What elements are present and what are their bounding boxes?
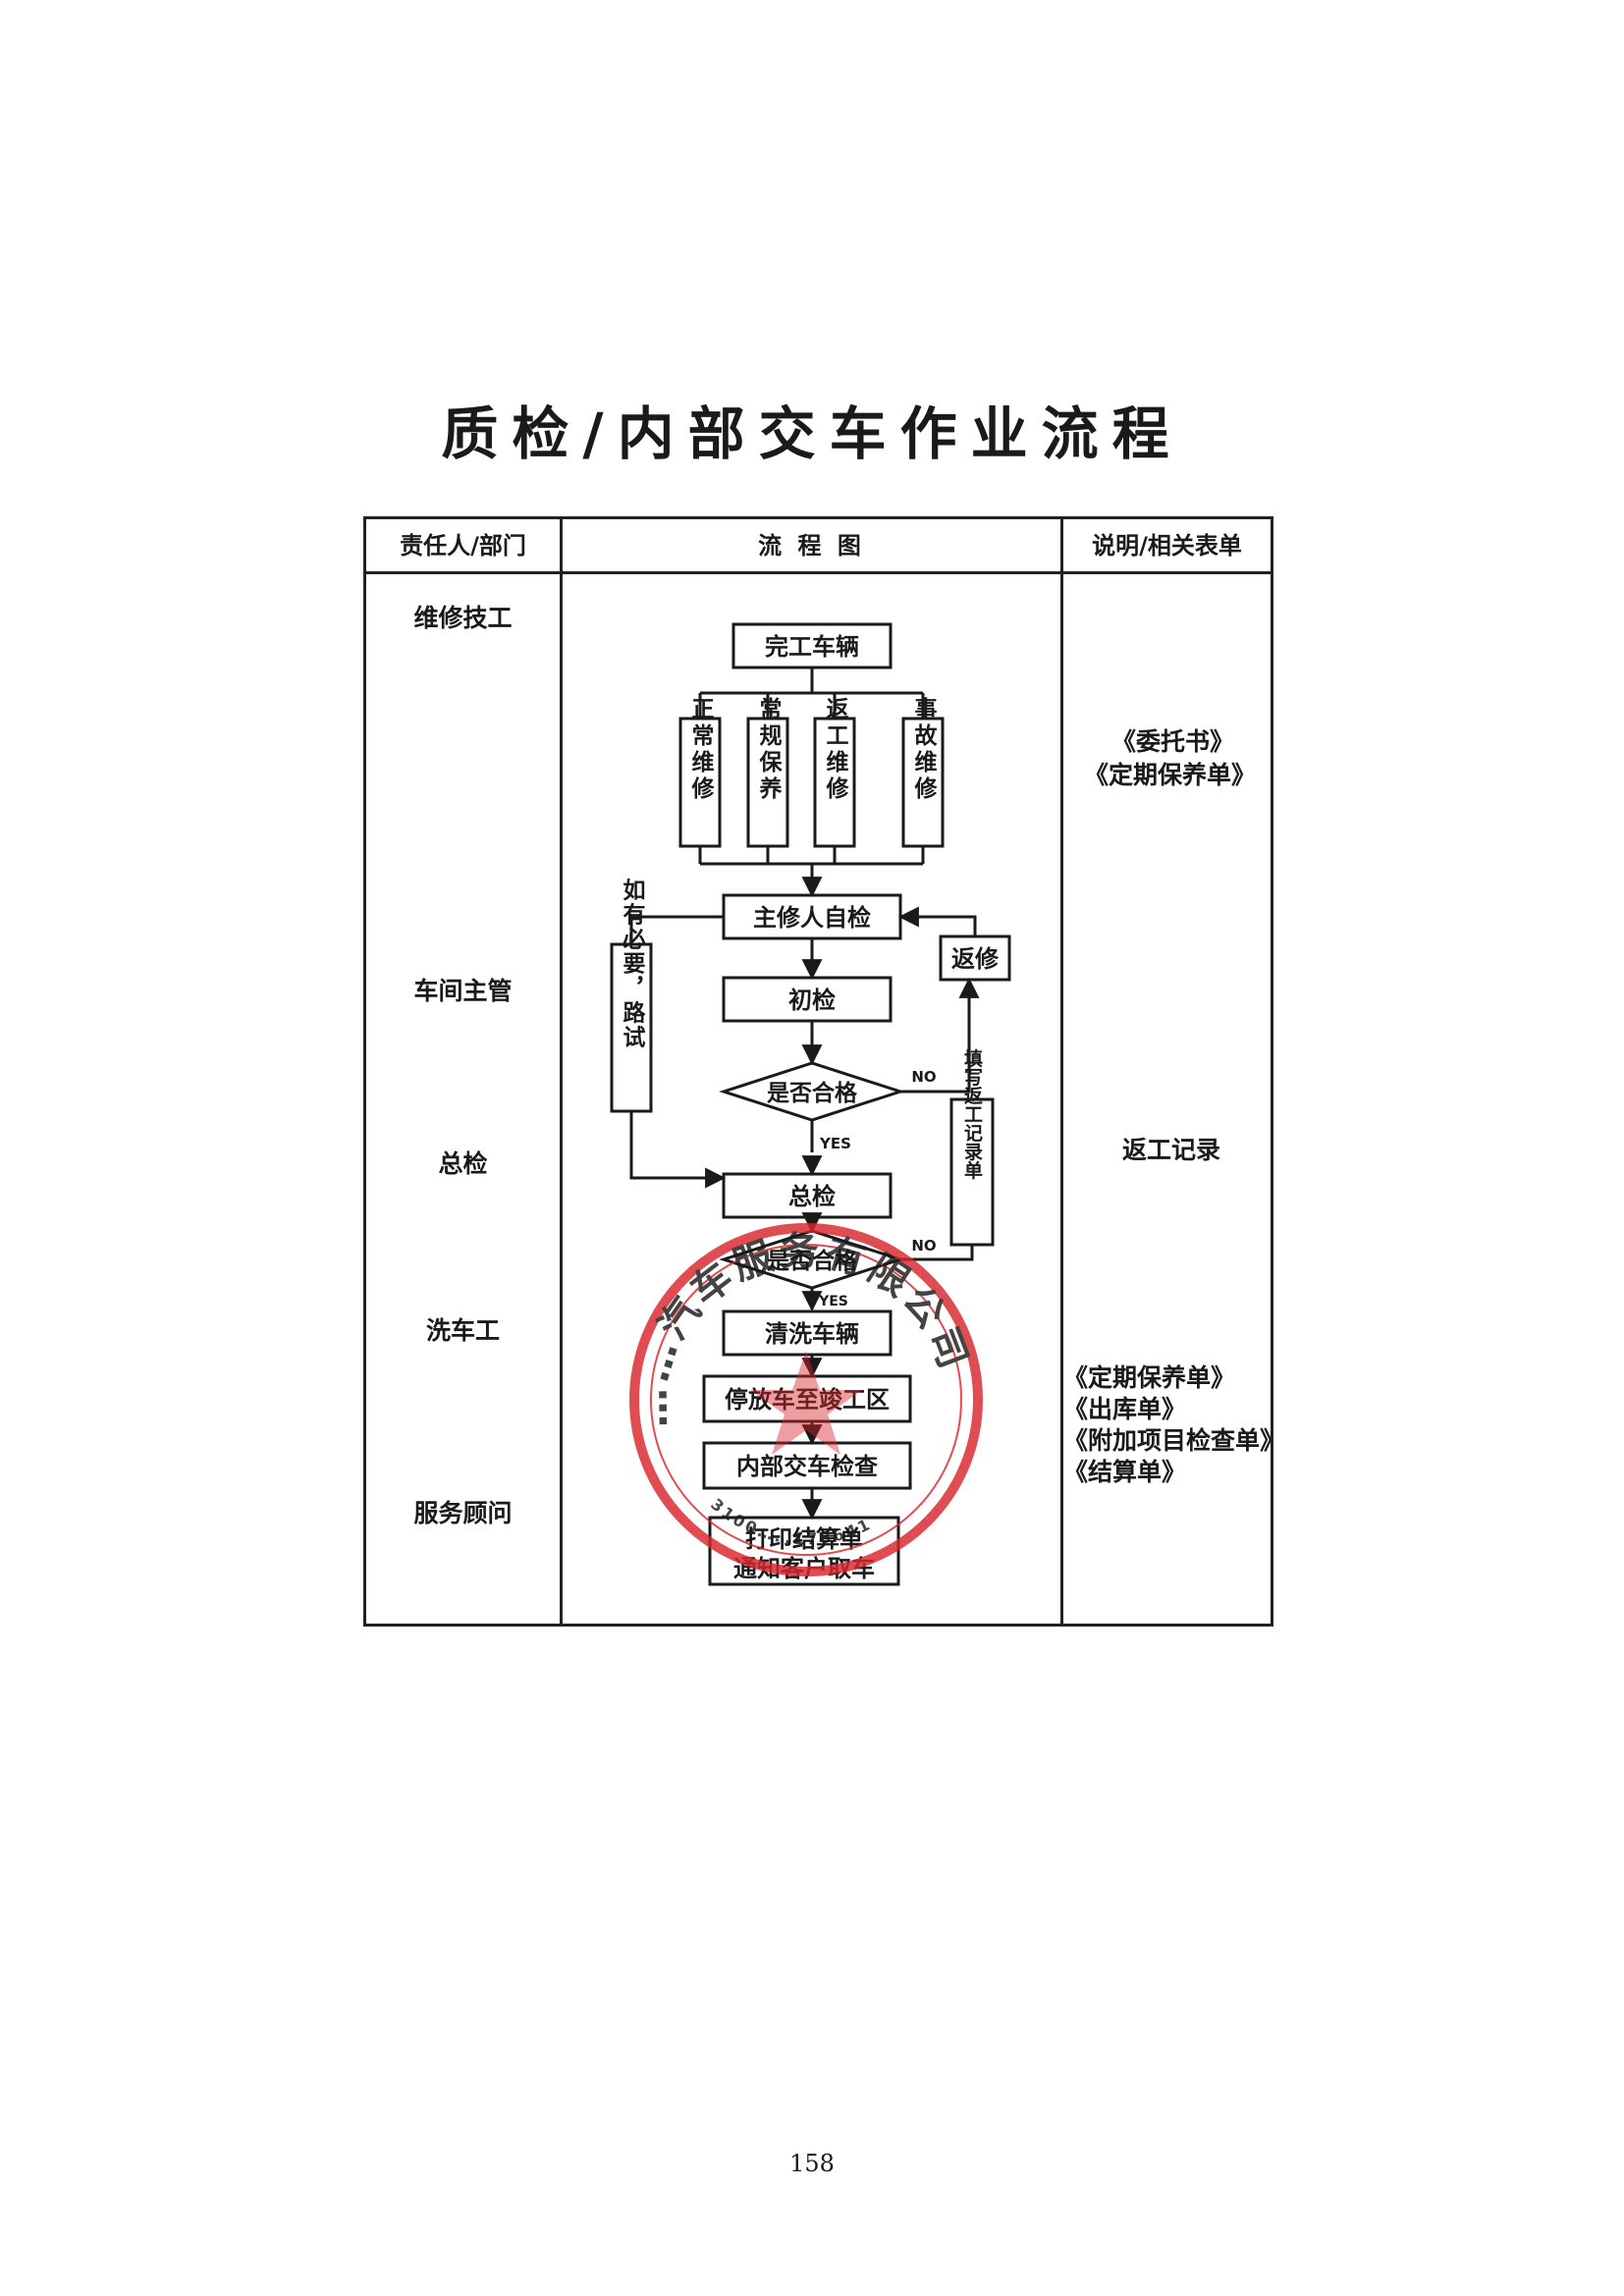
note-maintenance-form: 《定期保养单》 bbox=[1063, 1363, 1236, 1392]
flow-rework-text: 返修 bbox=[951, 945, 1000, 973]
flow-yes-1-text: YES bbox=[819, 1135, 851, 1152]
page-title: 质检/内部交车作业流程 bbox=[441, 400, 1183, 467]
node-park-box bbox=[702, 1374, 912, 1423]
branch-rework-repair-text: 返工维修 bbox=[822, 697, 850, 803]
seal-number-text: 3100……178641 bbox=[707, 1495, 875, 1549]
header-flowchart: 流 程 图 bbox=[758, 532, 865, 560]
role-service-advisor: 服务顾问 bbox=[413, 1499, 513, 1527]
role-workshop-manager: 车间主管 bbox=[413, 977, 513, 1005]
road-test-line-in bbox=[629, 915, 724, 944]
note-maintenance-form: 《定期保养单》 bbox=[1084, 761, 1257, 789]
note-outbound-form: 《出库单》 bbox=[1063, 1395, 1187, 1423]
road-test-line-out bbox=[629, 1111, 727, 1189]
note-extra-items-form: 《附加项目检查单》 bbox=[1063, 1426, 1285, 1455]
branch-normal-repair-text: 正常维修 bbox=[687, 697, 716, 803]
note-settlement-form: 《结算单》 bbox=[1063, 1458, 1187, 1486]
company-seal: ……汽车服务有限公司 3100……178641 bbox=[629, 1223, 983, 1576]
role-technician: 维修技工 bbox=[413, 604, 513, 632]
header-responsible: 责任人/部门 bbox=[400, 532, 526, 560]
node-settlement-box bbox=[708, 1516, 900, 1586]
flow-rework-record-text: 填写返工记录单 bbox=[961, 1047, 983, 1180]
note-entrust-form: 《委托书》 bbox=[1111, 727, 1235, 756]
role-final-inspector: 总检 bbox=[438, 1149, 488, 1178]
flow-no-1-text: NO bbox=[911, 1068, 936, 1086]
branch-routine-service-text: 常规保养 bbox=[755, 697, 784, 803]
flow-handover-text: 内部交车检查 bbox=[736, 1453, 878, 1480]
flow-start-text: 完工车辆 bbox=[765, 633, 859, 661]
flow-decision-2-text: 是否合格 bbox=[767, 1248, 858, 1274]
node-wash-box bbox=[722, 1309, 893, 1357]
node-initial-check-box bbox=[722, 976, 893, 1023]
flow-yes-2-text: YES bbox=[818, 1294, 848, 1309]
table-divider bbox=[560, 516, 563, 1627]
role-car-washer: 洗车工 bbox=[425, 1316, 500, 1345]
flow-no-2-text: NO bbox=[911, 1237, 936, 1255]
process-table bbox=[363, 516, 1273, 1627]
rework-record-line bbox=[900, 1245, 974, 1261]
flow-final-check-text: 总检 bbox=[788, 1183, 836, 1210]
flow-park-text: 停放车至竣工区 bbox=[725, 1386, 890, 1414]
table-divider bbox=[1060, 516, 1063, 1627]
note-rework-record: 返工记录 bbox=[1122, 1136, 1221, 1164]
page-number: 158 bbox=[789, 2150, 835, 2177]
seal-inner-ring bbox=[650, 1244, 962, 1556]
merge-connector bbox=[698, 846, 925, 866]
table-header-divider bbox=[363, 571, 1273, 574]
branch-connector bbox=[698, 667, 925, 719]
header-notes: 说明/相关表单 bbox=[1092, 532, 1242, 560]
branch-accident-repair-text: 事故维修 bbox=[910, 697, 939, 803]
node-handover-box bbox=[702, 1441, 912, 1490]
flow-initial-check-text: 初检 bbox=[788, 987, 836, 1014]
flowchart: 完工车辆 正常维修 常规保养 返工维修 事故维修 主修人自检 返修 如有必要，路… bbox=[610, 622, 1011, 1586]
flow-decision-1-text: 是否合格 bbox=[767, 1080, 858, 1106]
flow-wash-text: 清洗车辆 bbox=[765, 1320, 859, 1348]
flow-road-test-text: 如有必要，路试 bbox=[619, 879, 646, 1050]
flow-self-check-text: 主修人自检 bbox=[753, 904, 871, 932]
seal-outer-ring bbox=[629, 1223, 983, 1576]
seal-star bbox=[750, 1351, 862, 1455]
